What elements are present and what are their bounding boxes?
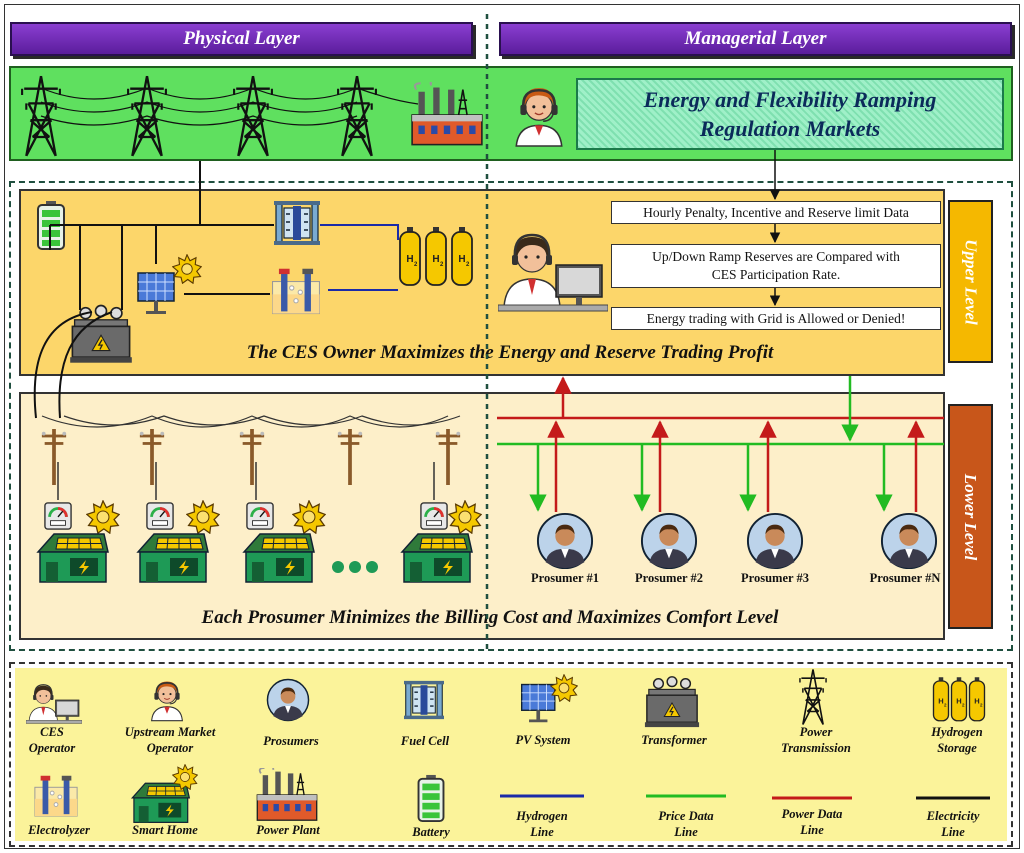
legend-label-pv-system: PV System xyxy=(515,733,571,747)
fuel-cell-icon xyxy=(403,680,445,720)
hydrogen-storage-icon xyxy=(950,676,968,722)
sun-icon xyxy=(172,254,202,284)
utility-pole-icon xyxy=(239,429,265,485)
prosumers xyxy=(529,420,938,570)
electrolyzer-icon xyxy=(271,268,321,315)
legend-label-smart-home: Smart Home xyxy=(132,823,198,837)
smart-meter-icon xyxy=(420,502,448,530)
ellipsis-dot xyxy=(349,561,361,573)
ramp-compare-line1: Up/Down Ramp Reserves are Compared with xyxy=(652,249,900,264)
hydrogen-storage-icon xyxy=(451,226,473,286)
transmission-towers xyxy=(20,74,419,158)
sun-icon xyxy=(86,500,120,534)
prosumer-icon xyxy=(536,512,594,570)
power-plant-icon xyxy=(256,768,318,822)
power-plant-icon xyxy=(411,82,483,146)
prosumer-icon xyxy=(640,512,698,570)
electricity-lines xyxy=(33,161,274,419)
prosumer-label-n: Prosumer #N xyxy=(869,571,941,585)
utility-pole-icon xyxy=(41,429,67,485)
lower-banner: Each Prosumer Minimizes the Billing Cost… xyxy=(201,607,779,628)
utility-pole-icon xyxy=(435,429,461,485)
market-title-line1: Energy and Flexibility Ramping xyxy=(643,87,937,112)
smart-homes xyxy=(37,500,482,583)
transformer-icon xyxy=(644,676,700,728)
transmission-tower-icon xyxy=(799,668,827,726)
legend-label-battery: Battery xyxy=(412,825,450,839)
hydrogen-storage-icon xyxy=(932,676,950,722)
pv-system-icon xyxy=(137,272,175,315)
prosumer-label-1: Prosumer #1 xyxy=(531,571,599,585)
legend-label-prosumers: Prosumers xyxy=(263,734,319,748)
data-lines xyxy=(497,376,944,446)
prosumer-label-3: Prosumer #3 xyxy=(741,571,809,585)
prosumer-label-2: Prosumer #2 xyxy=(635,571,703,585)
distribution-network xyxy=(41,415,461,500)
sun-icon xyxy=(292,500,326,534)
legend-icons-row2 xyxy=(34,764,990,824)
ramp-compare-line2: CES Participation Rate. xyxy=(711,267,841,282)
outer-frame xyxy=(4,4,1020,849)
legend-label-fuel-cell: Fuel Cell xyxy=(400,734,450,748)
hydrogen-lines xyxy=(320,224,399,291)
ramp-compare-box: Up/Down Ramp Reserves are Compared with … xyxy=(611,244,941,288)
pv-system-icon xyxy=(520,683,556,723)
physical-layer-header: Physical Layer xyxy=(10,22,473,56)
sun-icon xyxy=(186,500,220,534)
reserve-data-box: Hourly Penalty, Incentive and Reserve li… xyxy=(611,201,941,224)
managerial-layer-header: Managerial Layer xyxy=(499,22,1012,56)
battery-icon xyxy=(417,774,445,822)
prosumer-icon xyxy=(746,512,804,570)
levels-frame xyxy=(9,181,1013,651)
smart-home-icon xyxy=(137,533,209,583)
smart-home-icon xyxy=(37,533,109,583)
legend-label-electrolyzer: Electrolyzer xyxy=(28,823,90,837)
smart-meter-icon xyxy=(246,502,274,530)
smart-meter-icon xyxy=(44,502,72,530)
market-operator-icon xyxy=(514,86,564,148)
smart-meter-icon xyxy=(146,502,174,530)
utility-pole-icon xyxy=(139,429,165,485)
trading-decision-box: Energy trading with Grid is Allowed or D… xyxy=(611,307,941,330)
prosumer-icon xyxy=(266,678,310,722)
smart-home-icon xyxy=(243,533,315,583)
utility-pole-icon xyxy=(337,429,363,485)
lower-level-label: Lower Level xyxy=(948,404,993,629)
legend-icons-row1 xyxy=(26,668,986,728)
lower-level-panel xyxy=(19,392,945,640)
ces-operator-icon xyxy=(498,233,608,313)
ces-operator-icon xyxy=(26,684,82,725)
market-title-line2: Regulation Markets xyxy=(699,116,881,141)
ellipsis-dot xyxy=(366,561,378,573)
upper-level-label: Upper Level xyxy=(948,200,993,363)
market-title: Energy and Flexibility Ramping Regulatio… xyxy=(576,78,1004,150)
hydrogen-storage-icon xyxy=(425,226,447,286)
hydrogen-storage-icon xyxy=(968,676,986,722)
smart-home-icon xyxy=(401,533,473,583)
legend-label-power-plant: Power Plant xyxy=(256,823,320,837)
market-operator-icon xyxy=(150,680,184,722)
fuel-cell-icon xyxy=(274,200,320,246)
sun-icon xyxy=(448,500,482,534)
legend-label-transformer: Transformer xyxy=(641,733,707,747)
prosumer-icon xyxy=(880,512,938,570)
upper-banner: The CES Owner Maximizes the Energy and R… xyxy=(246,342,774,363)
hydrogen-storage-icon xyxy=(399,226,421,286)
ellipsis-dot xyxy=(332,561,344,573)
electrolyzer-icon xyxy=(34,775,78,817)
